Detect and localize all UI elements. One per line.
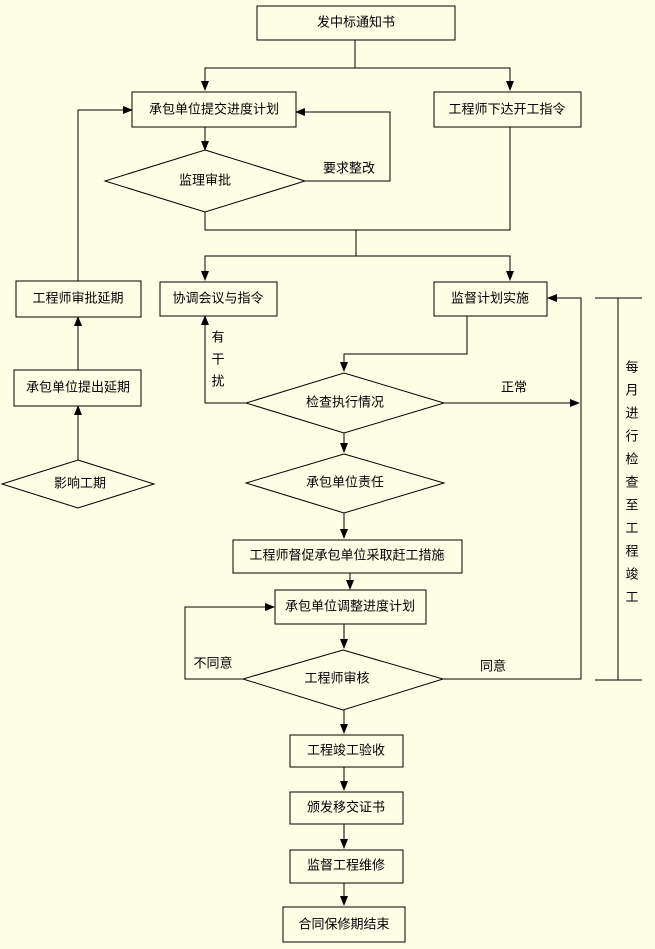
node-request-extension bbox=[13, 369, 142, 407]
edge-merge-to-supervise bbox=[356, 255, 514, 281]
edge-label-disagree: 不同意 bbox=[193, 656, 232, 672]
edge-interference bbox=[201, 315, 246, 404]
label-urge-measures: 工程师督促承包单位采取赶工措施 bbox=[249, 549, 444, 564]
node-warranty-end bbox=[282, 906, 406, 943]
node-urge-measures bbox=[232, 539, 463, 574]
label-engineer-review: 工程师审核 bbox=[304, 672, 369, 687]
edge-label-normal: 正常 bbox=[501, 381, 527, 396]
side-note-char-8: 工 bbox=[625, 522, 638, 537]
node-completion-acceptance bbox=[289, 734, 404, 768]
label-award-notice: 发中标通知书 bbox=[317, 15, 395, 31]
label-supervise-execution: 监督计划实施 bbox=[451, 292, 529, 307]
side-note-char-10: 竣 bbox=[625, 568, 638, 583]
label-approve-extension: 工程师审批延期 bbox=[32, 292, 123, 307]
side-note-char-5: 检 bbox=[625, 453, 638, 468]
edge-award-to-start bbox=[355, 67, 514, 91]
edge-agree-loop bbox=[443, 294, 582, 680]
side-note-char-3: 进 bbox=[625, 407, 638, 422]
edge-merge-split bbox=[201, 230, 357, 281]
label-check-execution: 检查执行情况 bbox=[306, 396, 384, 411]
edge-rectify-loop bbox=[295, 108, 391, 182]
edge-label-interference-3: 扰 bbox=[211, 375, 224, 390]
edge-disagree-loop bbox=[184, 603, 275, 680]
label-adjust-schedule: 承包单位调整进度计划 bbox=[285, 599, 415, 615]
node-contractor-responsibility bbox=[244, 453, 446, 514]
label-handover-certificate: 颁发移交证书 bbox=[307, 800, 385, 816]
node-adjust-schedule bbox=[274, 589, 427, 625]
label-start-order: 工程师下达开工指令 bbox=[448, 103, 565, 118]
label-supervise-maintenance: 监督工程维修 bbox=[307, 859, 385, 874]
side-note-char-1: 每 bbox=[625, 360, 638, 376]
side-note-char-9: 程 bbox=[625, 545, 638, 560]
node-start-order bbox=[433, 91, 582, 128]
label-coordination: 协调会议与指令 bbox=[172, 292, 263, 307]
edge-label-interference-1: 有 bbox=[211, 331, 224, 346]
edge-label-rectify: 要求整改 bbox=[323, 162, 375, 177]
label-request-extension: 承包单位提出延期 bbox=[26, 380, 130, 396]
side-note-char-4: 行 bbox=[625, 430, 638, 445]
label-affect-schedule: 影响工期 bbox=[54, 476, 106, 492]
node-engineer-review bbox=[241, 649, 445, 711]
node-check-execution bbox=[244, 372, 446, 434]
side-note-background bbox=[622, 355, 644, 605]
node-supervise-maintenance bbox=[289, 849, 404, 884]
label-submit-schedule: 承包单位提交进度计划 bbox=[149, 102, 279, 118]
node-affect-schedule bbox=[0, 459, 156, 509]
edge-label-agree: 同意 bbox=[480, 659, 506, 675]
node-coordination bbox=[159, 281, 278, 317]
node-approve-extension bbox=[15, 280, 142, 318]
side-note-char-11: 工 bbox=[625, 591, 638, 606]
side-note-char-6: 查 bbox=[625, 476, 638, 491]
edge-review-merge bbox=[204, 127, 511, 231]
node-supervisor-review bbox=[103, 149, 307, 213]
node-submit-schedule bbox=[131, 91, 297, 128]
edge-award-split bbox=[201, 40, 356, 91]
label-completion-acceptance: 工程竣工验收 bbox=[307, 743, 385, 759]
node-supervise-execution bbox=[433, 281, 548, 317]
label-warranty-end: 合同保修期结束 bbox=[298, 918, 389, 933]
edge-approve-to-submit bbox=[77, 106, 133, 281]
edge-label-interference-2: 干 bbox=[211, 353, 224, 368]
label-supervisor-review: 监理审批 bbox=[179, 174, 231, 189]
label-contractor-responsibility: 承包单位责任 bbox=[306, 476, 384, 491]
side-note-char-2: 月 bbox=[625, 384, 638, 399]
node-award-notice bbox=[256, 5, 456, 41]
edge-supervise-to-check bbox=[340, 316, 468, 372]
side-bracket bbox=[595, 297, 642, 681]
side-note-char-7: 至 bbox=[625, 499, 638, 514]
node-handover-certificate bbox=[289, 791, 404, 825]
